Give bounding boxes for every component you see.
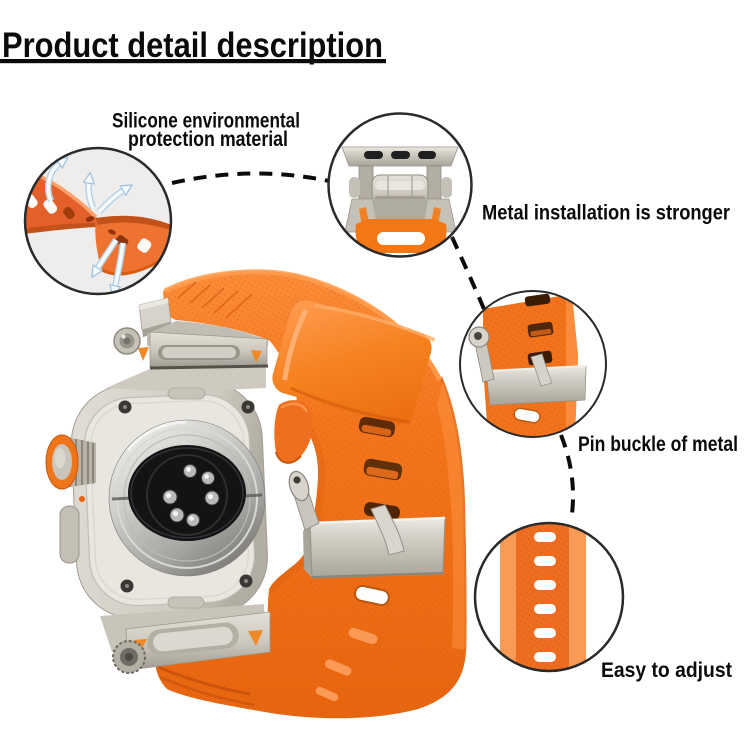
svg-text:protection material: protection material (128, 128, 288, 151)
svg-text:Pin buckle of metal: Pin buckle of metal (578, 432, 738, 456)
svg-text:Product detail description: Product detail description (2, 26, 383, 65)
svg-text:Easy to adjust: Easy to adjust (601, 658, 732, 682)
svg-text:Metal installation is stronger: Metal installation is stronger (482, 201, 731, 225)
svg-text:Silicone environmental: Silicone environmental (112, 110, 300, 133)
